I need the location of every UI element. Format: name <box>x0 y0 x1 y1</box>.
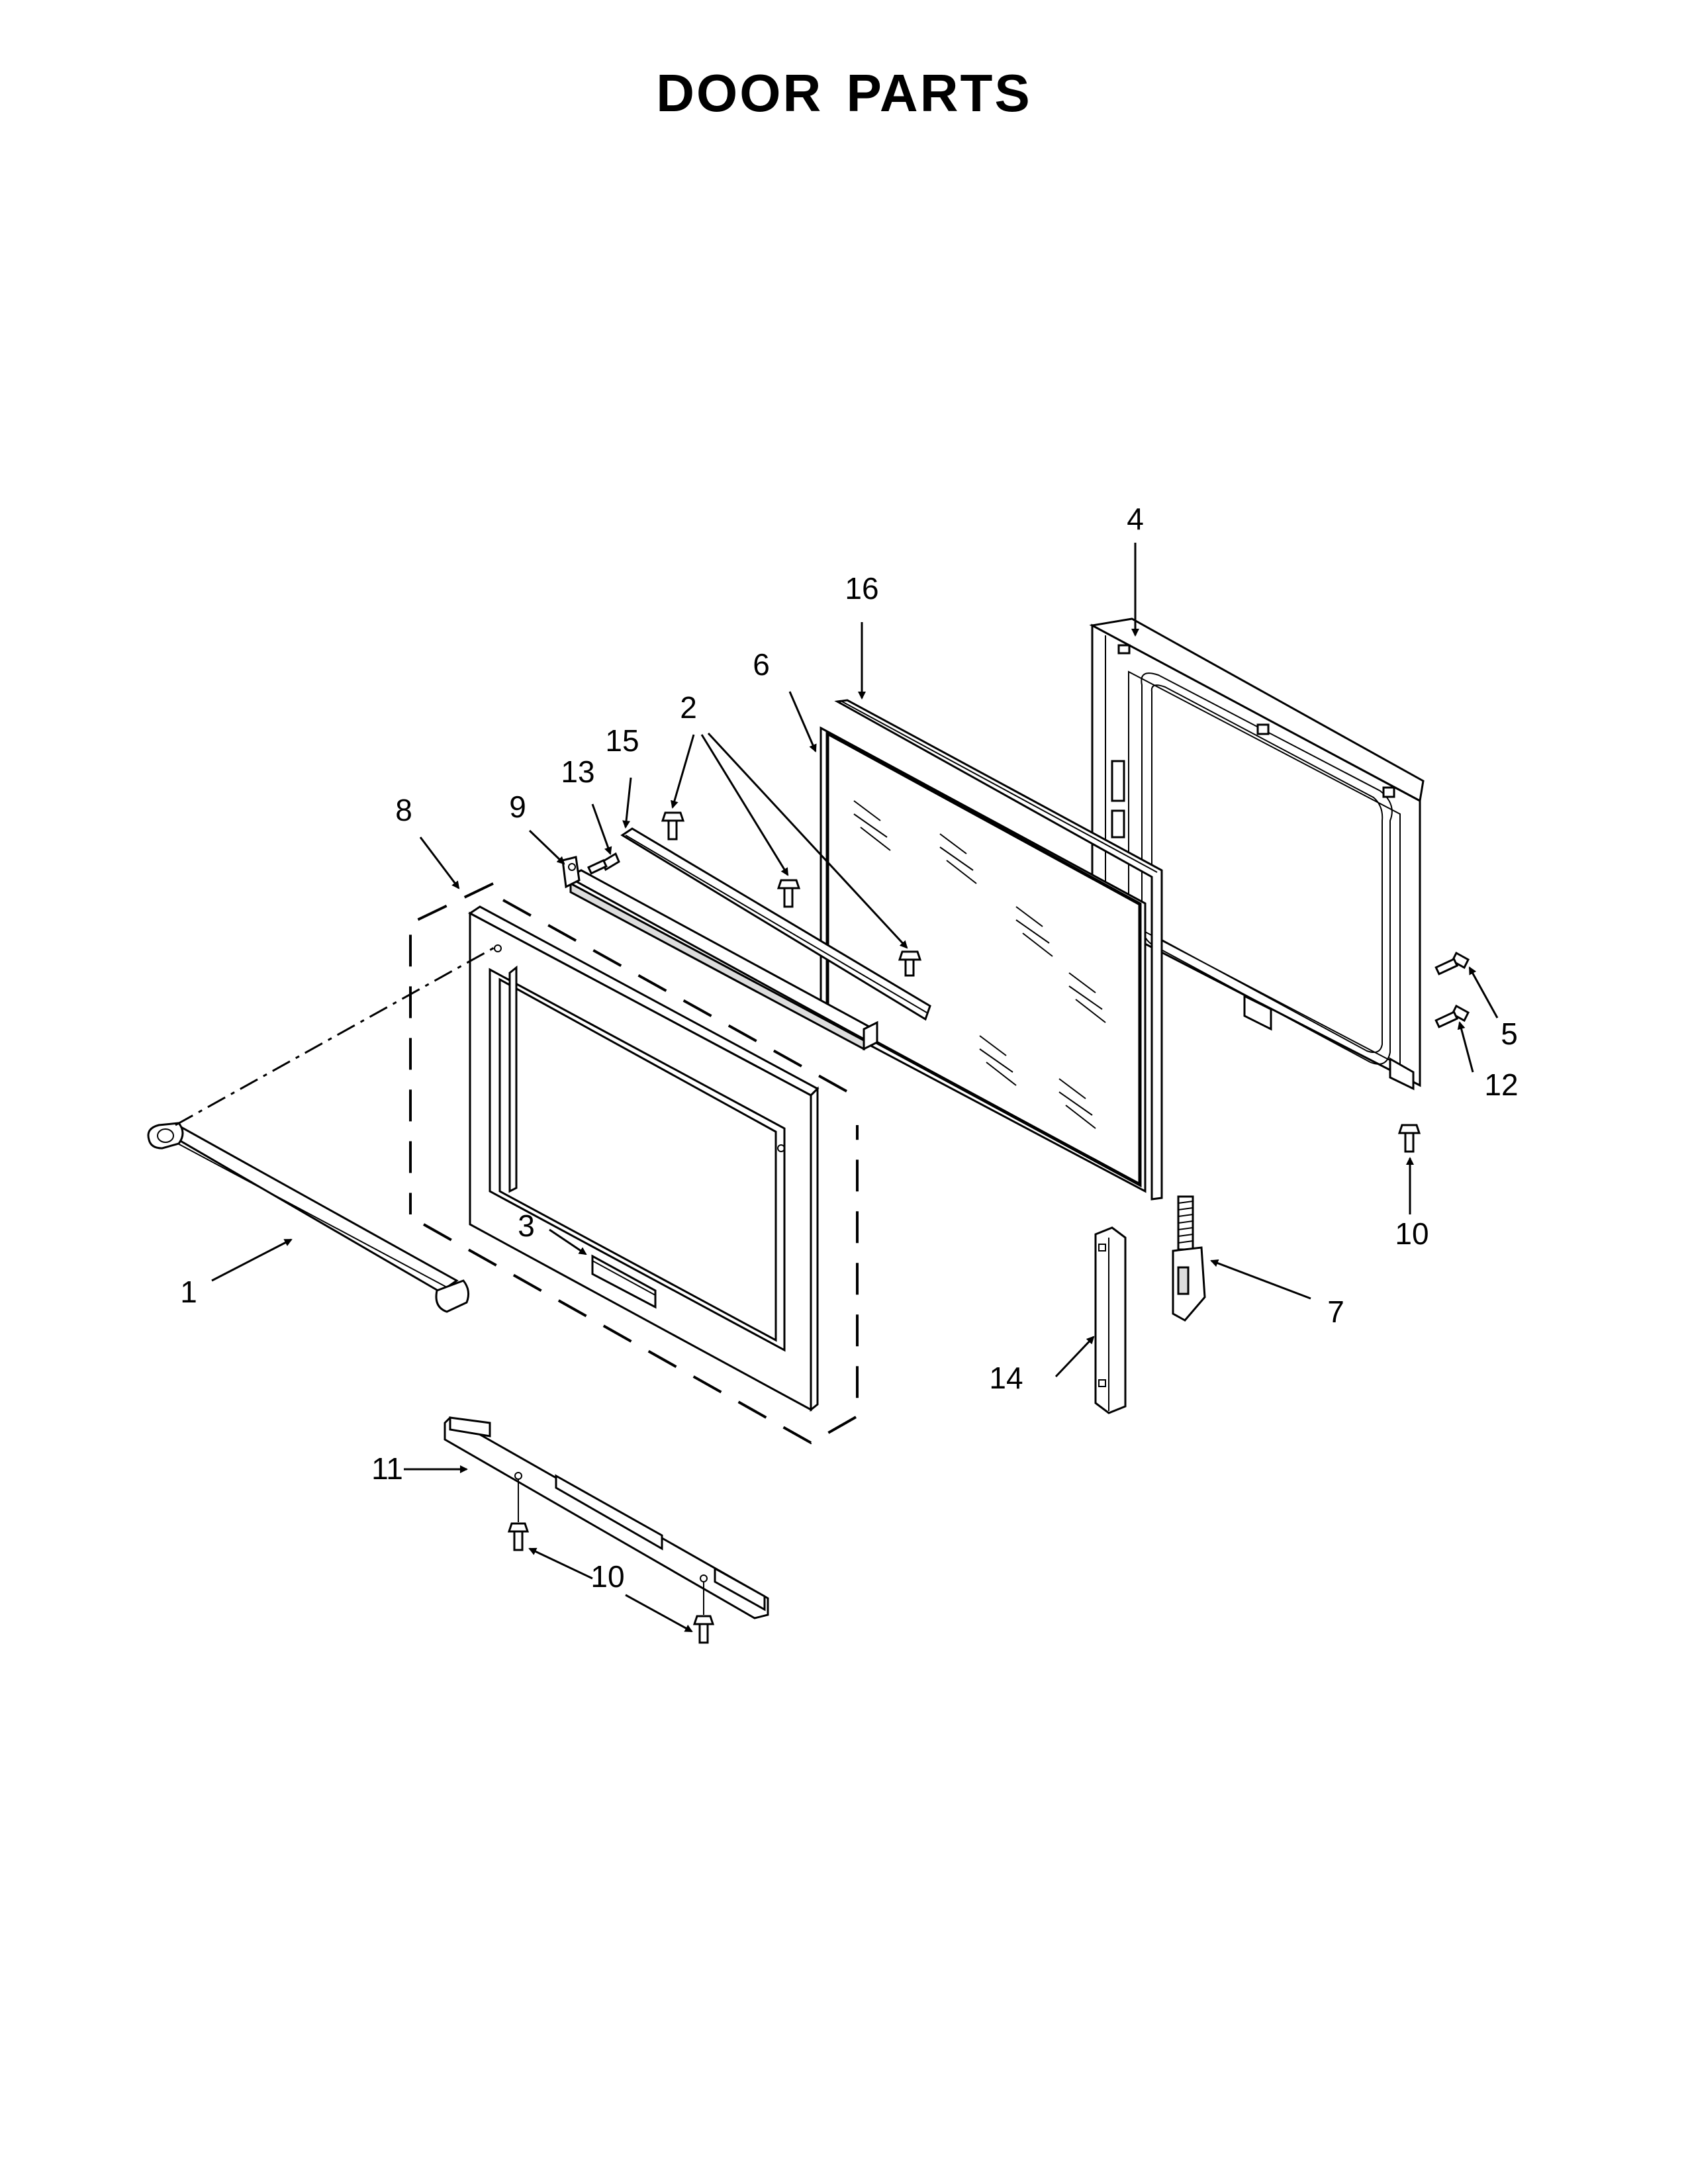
screw-10-right <box>1397 1124 1421 1153</box>
screw-12 <box>1434 1004 1470 1028</box>
callout-13: 13 <box>561 754 594 789</box>
screw-13 <box>587 852 620 875</box>
callout-1: 1 <box>180 1275 197 1309</box>
inner-glass-panel <box>820 726 1147 1193</box>
door-badge <box>591 1254 657 1309</box>
door-assembly-outline <box>409 882 859 1445</box>
callout-14: 14 <box>989 1361 1023 1395</box>
callout-labels: 1 2 3 4 5 6 7 8 9 10 10 11 12 13 14 15 1… <box>180 502 1518 1594</box>
side-door-channel <box>1094 1226 1127 1414</box>
callout-8: 8 <box>395 793 412 827</box>
callout-5: 5 <box>1501 1017 1518 1051</box>
door-handle <box>147 1122 470 1313</box>
screw-group <box>507 811 1470 1644</box>
callout-6: 6 <box>753 647 770 682</box>
door-trim-strip <box>620 827 931 1021</box>
door-gasket <box>834 699 1163 1201</box>
callout-7: 7 <box>1327 1295 1344 1329</box>
callout-12: 12 <box>1484 1068 1518 1102</box>
callout-4: 4 <box>1127 502 1144 536</box>
handle-mount-line <box>175 945 497 1126</box>
door-hinge <box>1172 1195 1206 1322</box>
screw-10-bottom-b <box>692 1615 715 1644</box>
callout-3: 3 <box>518 1208 535 1243</box>
callout-9: 9 <box>509 790 526 824</box>
callout-10-bottom: 10 <box>590 1559 624 1594</box>
screw-5 <box>1434 951 1470 976</box>
bottom-door-channel <box>444 1416 769 1619</box>
callout-15: 15 <box>605 723 639 758</box>
screw-2c <box>898 950 922 977</box>
screw-2b <box>776 879 801 908</box>
inner-door-frame <box>1089 617 1425 1091</box>
top-door-channel <box>561 856 878 1051</box>
screw-10-bottom-a <box>507 1522 530 1551</box>
screw-2a <box>661 811 685 841</box>
callout-2: 2 <box>680 690 697 725</box>
leader-lines <box>211 543 1499 1633</box>
callout-16: 16 <box>845 571 878 606</box>
page-title: DOOR PARTS <box>656 64 1032 122</box>
callout-11: 11 <box>371 1451 403 1486</box>
callout-10-right: 10 <box>1395 1216 1429 1251</box>
outer-door-panel <box>468 905 820 1412</box>
